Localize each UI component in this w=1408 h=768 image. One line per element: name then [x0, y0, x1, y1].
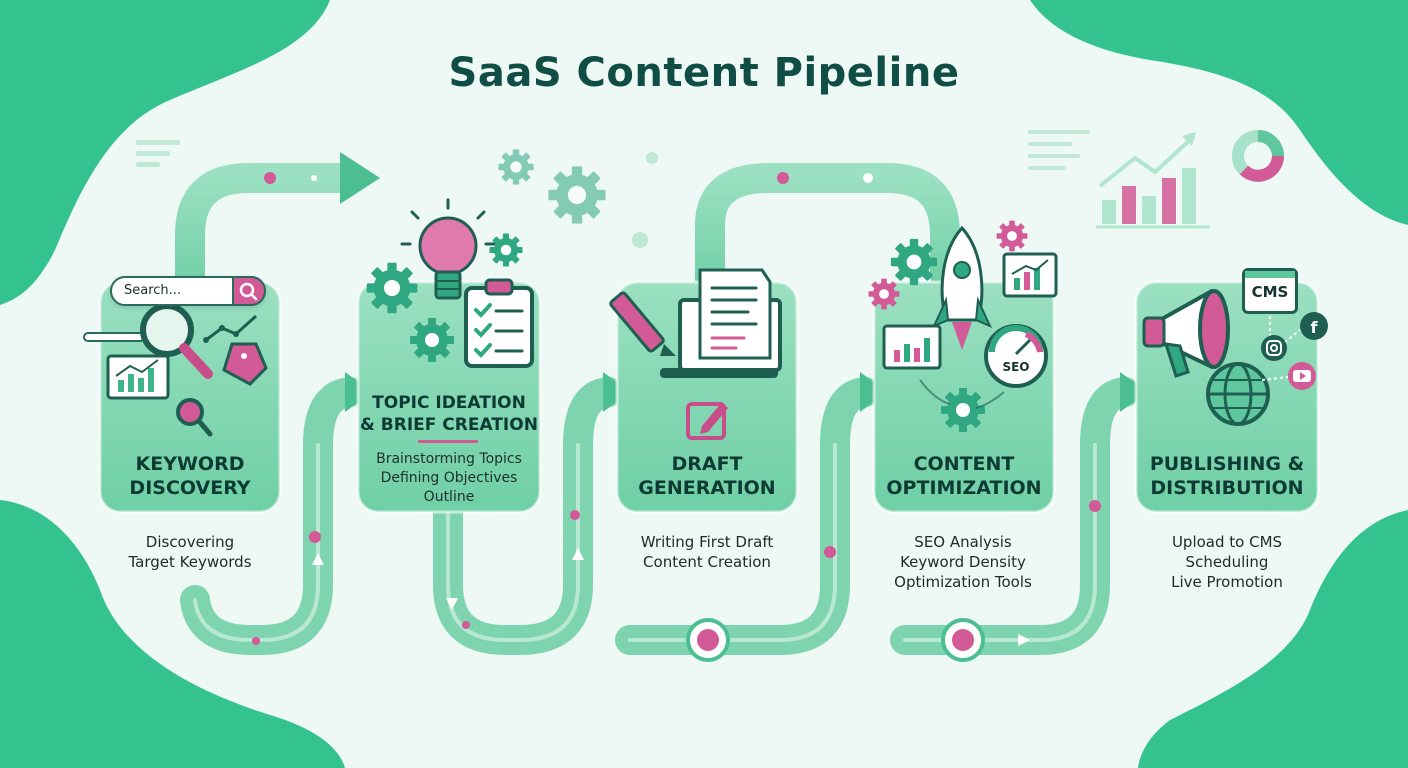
bar-chart-icon: [1002, 252, 1058, 298]
search-bar: Search...: [110, 276, 266, 306]
search-icon: [232, 276, 266, 306]
stage-desc-draft-generation: Writing First Draft Content Creation: [640, 533, 774, 571]
donut-chart-icon: [1232, 130, 1284, 182]
youtube-icon: [1288, 362, 1316, 390]
globe-icon: [1206, 362, 1270, 426]
svg-text:f: f: [1311, 318, 1319, 337]
pipeline-path: [175, 163, 1140, 655]
search-icon: [176, 398, 213, 437]
draft-generation-icons: [609, 268, 782, 440]
stage-title-content-optimization: CONTENT OPTIMIZATION: [886, 453, 1042, 499]
page-title: SaaS Content Pipeline: [448, 50, 960, 96]
lightbulb-icon: [400, 198, 496, 300]
cms-label: CMS: [1251, 283, 1289, 301]
bar-chart-icon: [106, 354, 170, 400]
stage-title-publishing-distribution: PUBLISHING & DISTRIBUTION: [1149, 453, 1305, 499]
trend-line: [205, 314, 258, 342]
search-placeholder: Search...: [124, 283, 182, 298]
stage-desc-publishing-distribution: Upload to CMS Scheduling Live Promotion: [1171, 533, 1283, 591]
instagram-icon: [1261, 335, 1287, 361]
tag-icon: [222, 342, 268, 386]
pencil-icon: [609, 291, 676, 356]
title-underline: [418, 440, 478, 443]
rocket-icon: [932, 225, 992, 350]
stage-title-draft-generation: DRAFT GENERATION: [638, 453, 776, 499]
stage-sub-topic-ideation: Brainstorming Topics Defining Objectives…: [376, 451, 522, 505]
megaphone-icon: [1142, 288, 1230, 378]
stage-desc-content-optimization: SEO Analysis Keyword Density Optimizatio…: [894, 533, 1032, 591]
blob-top-left: [0, 0, 330, 305]
decorations: [136, 130, 1284, 248]
stage-desc-keyword-discovery: Discovering Target Keywords: [128, 533, 252, 571]
facebook-icon: f: [1300, 312, 1328, 340]
edit-icon: [686, 402, 728, 440]
bar-chart-icon: [882, 324, 942, 370]
cms-icon: CMS: [1242, 268, 1298, 314]
publishing-icons: f: [1142, 288, 1328, 426]
stage-title-topic-ideation: TOPIC IDEATION & BRIEF CREATION: [360, 393, 538, 435]
stage-title-keyword-discovery: KEYWORD DISCOVERY: [129, 453, 251, 499]
seo-label: SEO: [1002, 360, 1030, 374]
keyword-discovery-icons: [83, 303, 268, 437]
content-optimization-icons: [868, 220, 1058, 432]
magnifier-icon: [140, 303, 213, 379]
topic-ideation-icons: [366, 198, 534, 368]
speedometer-icon: [984, 324, 1048, 388]
document-icon: [698, 268, 772, 360]
path-dots: [252, 172, 1101, 662]
blob-bottom-left: [0, 500, 345, 768]
blob-top-right: [1030, 0, 1408, 225]
clipboard-checklist-icon: [464, 278, 534, 368]
blob-bottom-right: [1138, 510, 1408, 768]
growth-chart-decoration: [1096, 132, 1210, 229]
